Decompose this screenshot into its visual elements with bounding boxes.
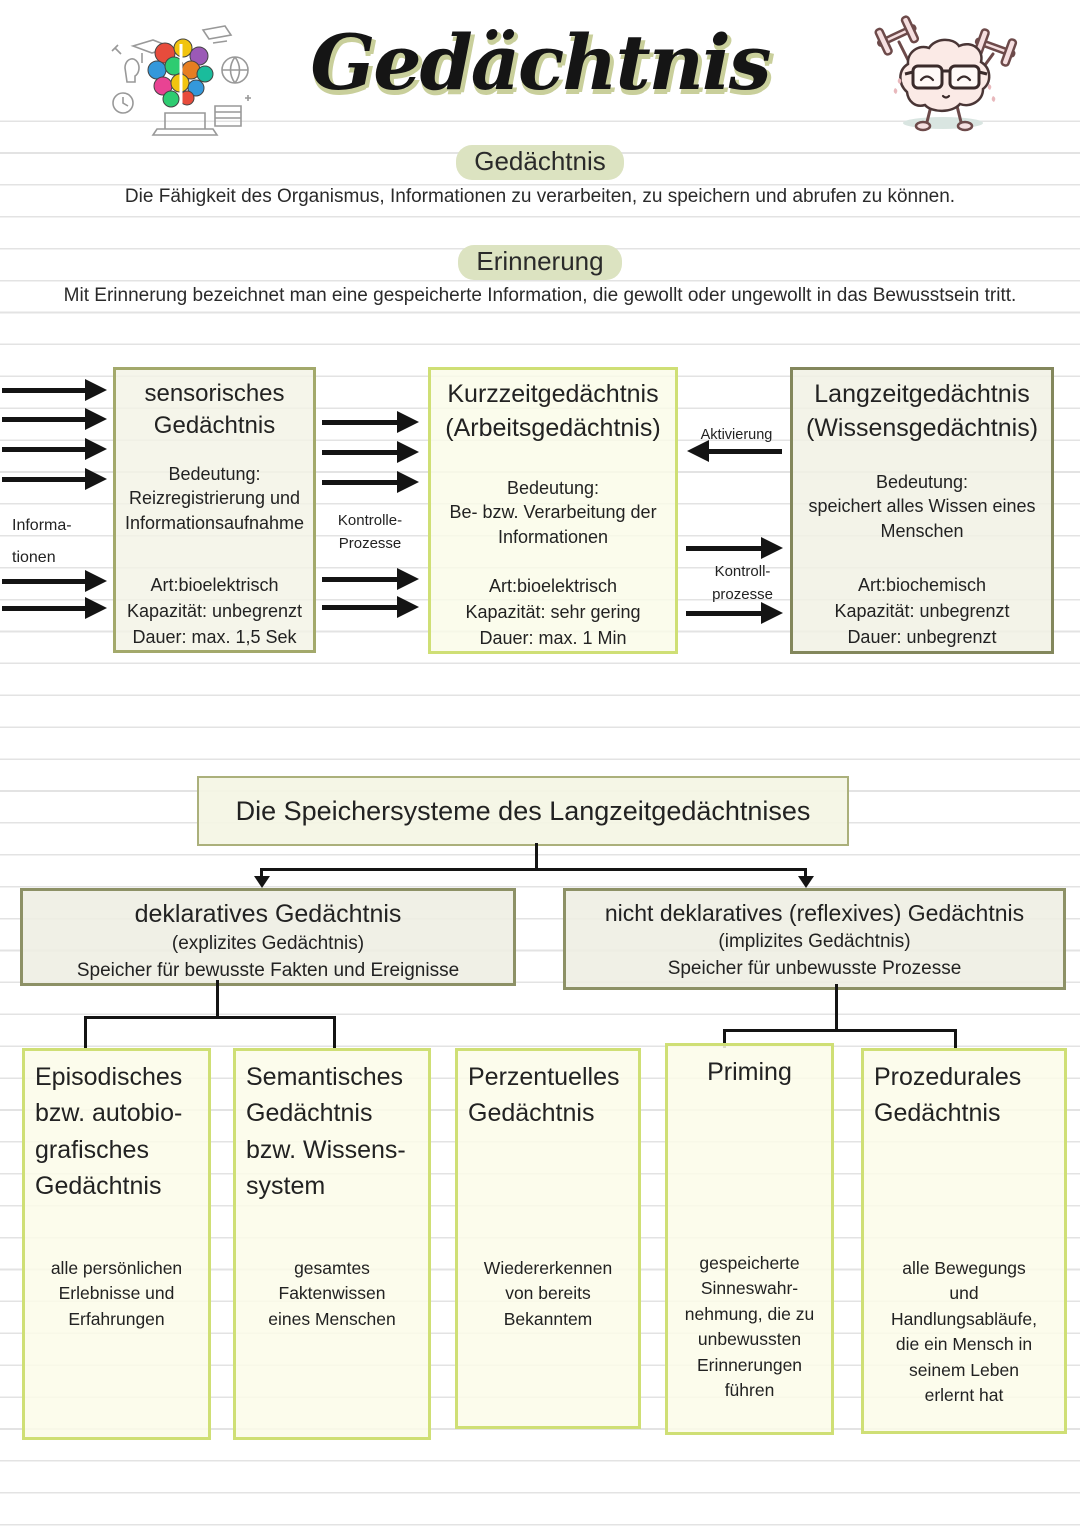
stage-art: Art:biochemisch — [857, 575, 987, 595]
type-title: Prozedurales Gedächtnis — [874, 1063, 1022, 1128]
control-processes-label: Kontroll- prozesse — [712, 563, 773, 603]
stage-title: Kurzzeitgedächtnis (Arbeitsgedächtnis) — [445, 380, 661, 442]
type-box-semantic-memory: Semantisches Gedächtnis bzw. Wissens- sy… — [233, 1048, 431, 1440]
meaning-text: speichert alles Wissen eines Menschen — [808, 496, 1036, 541]
input-arrow — [2, 379, 107, 401]
control-processes-label: Kontrolle- Prozesse — [337, 512, 403, 552]
type-title: Priming — [707, 1058, 792, 1086]
control-arrow — [686, 602, 783, 624]
stage-box-short-term-memory: Kurzzeitgedächtnis (Arbeitsgedächtnis) B… — [428, 367, 678, 654]
stage-meaning: Bedeutung: speichert alles Wissen eines … — [797, 470, 1047, 543]
storage-systems-title: Die Speichersysteme des Langzeitgedächtn… — [235, 795, 811, 826]
down-arrowhead — [253, 876, 270, 888]
stage-meaning: Bedeutung: Reizregistrierung und Informa… — [120, 462, 309, 535]
stage-capacity: Kapazität: unbegrenzt — [834, 601, 1010, 622]
connector-line — [84, 1016, 336, 1019]
stage-art: Art:bioelektrisch — [488, 576, 618, 596]
branch-title: nicht deklaratives (reflexives) Gedächtn… — [604, 900, 1025, 926]
connector-line — [260, 868, 263, 877]
connector-line — [954, 1029, 957, 1048]
type-title: Semantisches Gedächtnis bzw. Wissens- sy… — [246, 1063, 406, 1200]
connector-line — [723, 1029, 957, 1032]
meaning-text: Be- bzw. Verarbeitung der Informationen — [449, 502, 657, 547]
stage-meaning: Bedeutung: Be- bzw. Verarbeitung der Inf… — [435, 476, 671, 549]
input-arrow — [2, 438, 107, 460]
type-desc: alle Bewegungs und Handlungsabläufe, die… — [891, 1258, 1037, 1405]
type-box-priming: Priming gespeicherte Sinneswahr- nehmung… — [665, 1043, 834, 1435]
term-pill-label: Erinnerung — [458, 245, 622, 280]
type-box-procedural-memory: Prozedurales Gedächtnis alle Bewegungs u… — [861, 1048, 1067, 1434]
meaning-text: Reizregistrierung und Informationsaufnah… — [124, 488, 305, 533]
stage-stats: Art:bioelektrisch Kapazität: unbegrenzt … — [118, 572, 311, 650]
type-title: Episodisches bzw. autobio- grafisches Ge… — [35, 1063, 183, 1200]
connector-line — [804, 868, 807, 877]
storage-systems-title-box: Die Speichersysteme des Langzeitgedächtn… — [197, 776, 849, 846]
brain-lifting-dumbbells-icon — [874, 15, 1018, 132]
branch-desc: Speicher für bewusste Fakten und Ereigni… — [76, 960, 460, 981]
definition-term-erinnerung: Erinnerung — [0, 245, 1080, 280]
down-arrowhead — [797, 876, 814, 888]
meaning-label: Bedeutung: — [875, 472, 969, 492]
control-arrow — [686, 537, 783, 559]
stage-box-long-term-memory: Langzeitgedächtnis (Wissensgedächtnis) B… — [790, 367, 1054, 654]
definition-text-erinnerung: Mit Erinnerung bezeichnet man eine gespe… — [63, 285, 1017, 306]
control-arrow — [322, 411, 419, 433]
type-desc: Wiedererkennen von bereits Bekanntem — [483, 1258, 613, 1329]
stage-capacity: Kapazität: unbegrenzt — [126, 601, 303, 622]
type-box-perceptual-memory: Perzentuelles Gedächtnis Wiedererkennen … — [455, 1048, 641, 1429]
stage-duration: Dauer: max. 1,5 Sek — [132, 627, 297, 648]
connector-line — [84, 1016, 87, 1048]
branch-box-non-declarative-memory: nicht deklaratives (reflexives) Gedächtn… — [563, 888, 1066, 990]
connector-line — [333, 1016, 336, 1048]
type-box-episodic-memory: Episodisches bzw. autobio- grafisches Ge… — [22, 1048, 211, 1440]
input-label: Informa- tionen — [12, 517, 72, 566]
branch-desc: Speicher für unbewusste Prozesse — [667, 958, 962, 979]
control-arrow — [322, 568, 419, 590]
connector-line — [260, 868, 807, 871]
branch-title: deklaratives Gedächtnis — [134, 900, 402, 928]
stage-art: Art:bioelektrisch — [150, 575, 279, 595]
input-arrow — [2, 408, 107, 430]
control-arrow — [322, 471, 419, 493]
meaning-label: Bedeutung: — [168, 464, 261, 484]
control-arrow — [322, 596, 419, 618]
stage-duration: Dauer: max. 1 Min — [479, 628, 627, 649]
meaning-label: Bedeutung: — [506, 478, 600, 498]
connector-line — [723, 1029, 726, 1048]
input-arrow — [2, 570, 107, 592]
type-desc: gespeicherte Sinneswahr- nehmung, die zu… — [684, 1253, 815, 1400]
activation-arrow — [687, 440, 782, 462]
colorful-brain-ideas-icon — [111, 25, 251, 136]
stage-stats: Art:biochemisch Kapazität: unbegrenzt Da… — [795, 572, 1049, 650]
connector-line — [216, 980, 219, 1019]
term-pill-label: Gedächtnis — [456, 145, 624, 180]
type-desc: gesamtes Faktenwissen eines Menschen — [268, 1258, 396, 1329]
input-arrow — [2, 468, 107, 490]
stage-stats: Art:bioelektrisch Kapazität: sehr gering… — [433, 573, 673, 651]
type-desc: alle persönlichen Erlebnisse und Erfahru… — [50, 1258, 183, 1329]
page-title: Gedächtnis — [310, 18, 771, 107]
control-arrow — [322, 441, 419, 463]
input-arrow — [2, 597, 107, 619]
type-title: Perzentuelles Gedächtnis — [468, 1063, 620, 1128]
connector-line — [835, 984, 838, 1032]
branch-subtitle: (explizites Gedächtnis) — [171, 933, 365, 954]
stage-title: Langzeitgedächtnis (Wissensgedächtnis) — [805, 380, 1039, 442]
stage-box-sensory-memory: sensorisches Gedächtnis Bedeutung: Reizr… — [113, 367, 316, 653]
stage-duration: Dauer: unbegrenzt — [847, 627, 997, 648]
connector-line — [535, 843, 538, 871]
stage-title: sensorisches Gedächtnis — [144, 380, 285, 440]
branch-subtitle: (implizites Gedächtnis) — [718, 931, 911, 952]
definition-term-gedaechtnis: Gedächtnis — [0, 145, 1080, 180]
activation-label: Aktivierung — [700, 427, 773, 443]
branch-box-declarative-memory: deklaratives Gedächtnis (explizites Gedä… — [20, 888, 516, 986]
definition-text-gedaechtnis: Die Fähigkeit des Organismus, Informatio… — [124, 186, 956, 207]
stage-capacity: Kapazität: sehr gering — [465, 602, 641, 623]
